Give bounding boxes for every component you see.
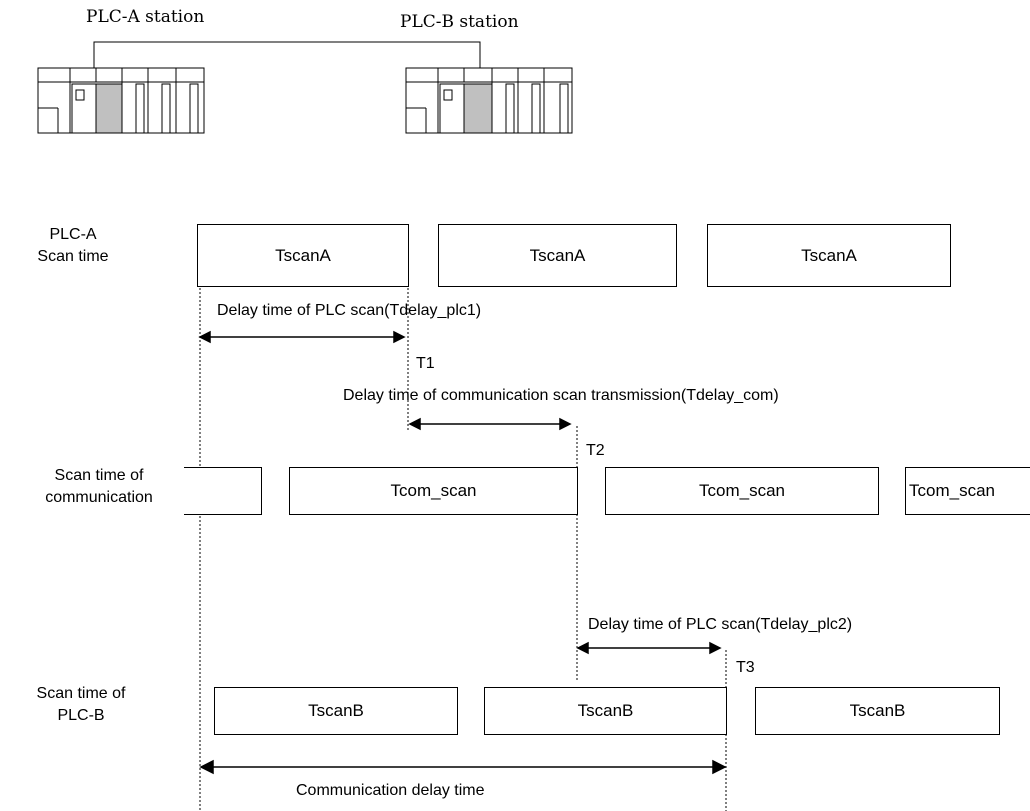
comm-scan-box: Tcom_scan (605, 467, 879, 515)
plc-b-rack-icon (405, 67, 573, 134)
comm-row-label: Scan time of communication (34, 465, 164, 509)
plc-b-scan-box: TscanB (755, 687, 1000, 735)
plc-a-station-title: PLC-A station (86, 7, 205, 27)
comm-row-label-line2: communication (45, 489, 153, 506)
comm-delay-arrow (199, 759, 727, 775)
delay-plc1-arrow (198, 330, 406, 344)
plc-a-rack-icon (37, 67, 205, 134)
plc-b-scan-box: TscanB (484, 687, 727, 735)
delay-plc2-arrow (576, 641, 722, 655)
plc-a-scan-box: TscanA (707, 224, 951, 287)
comm-delay-label: Communication delay time (296, 782, 485, 799)
plc-a-row-label-line1: PLC-A (49, 226, 97, 243)
delay-com-label: Delay time of communication scan transmi… (343, 387, 779, 404)
delay-plc1-label: Delay time of PLC scan(Tdelay_plc1) (217, 302, 482, 319)
plc-a-scan-box: TscanA (197, 224, 409, 287)
plc-b-row-label: Scan time of PLC-B (26, 683, 136, 727)
comm-scan-box-partial: Tcom_scan (905, 467, 1030, 515)
plc-b-row-label-line1: Scan time of (36, 685, 126, 702)
delay-com-arrow (408, 417, 572, 431)
plc-a-row-label: PLC-A Scan time (18, 224, 128, 268)
plc-b-station-title: PLC-B station (400, 12, 519, 32)
t1-label: T1 (416, 355, 435, 372)
t2-label: T2 (586, 442, 605, 459)
plc-b-row-label-line2: PLC-B (57, 707, 105, 724)
comm-scan-box-partial (184, 467, 262, 515)
plc-a-scan-box: TscanA (438, 224, 677, 287)
plc-a-row-label-line2: Scan time (37, 248, 109, 265)
plc-b-scan-box: TscanB (214, 687, 458, 735)
comm-scan-box: Tcom_scan (289, 467, 578, 515)
comm-row-label-line1: Scan time of (54, 467, 144, 484)
t3-label: T3 (736, 659, 755, 676)
network-link-line (93, 41, 481, 68)
delay-plc2-label: Delay time of PLC scan(Tdelay_plc2) (588, 616, 853, 633)
